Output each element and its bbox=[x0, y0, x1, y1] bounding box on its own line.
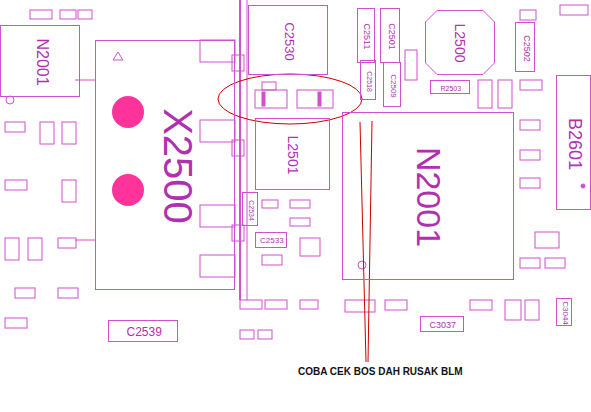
component-outline: L2500 bbox=[425, 10, 495, 75]
part-reference: C2539 bbox=[127, 326, 162, 338]
component-outline: C2530 bbox=[248, 5, 328, 75]
part-reference: C2530 bbox=[283, 22, 296, 60]
part-reference: C2509 bbox=[389, 74, 397, 98]
component-outline: C2509 bbox=[383, 62, 401, 107]
part-reference: B2601 bbox=[566, 117, 584, 169]
marked-pad bbox=[112, 174, 144, 206]
leader-line bbox=[360, 122, 366, 362]
component-outline: B2601 bbox=[556, 75, 591, 210]
leader-line bbox=[368, 121, 372, 362]
part-reference: X2500 bbox=[158, 108, 198, 224]
part-reference: L2500 bbox=[453, 23, 467, 62]
component-outline: R2503 bbox=[430, 80, 470, 94]
component-outline: C2502 bbox=[515, 22, 535, 72]
component-outline: C2533 bbox=[255, 232, 287, 248]
component-outline: C3044 bbox=[556, 298, 572, 326]
part-reference: C2501 bbox=[386, 23, 395, 50]
part-reference: C3037 bbox=[430, 321, 457, 330]
component-outline: C2518 bbox=[360, 60, 376, 100]
component-outline: N2001 bbox=[342, 112, 514, 280]
component-outline: C2501 bbox=[380, 8, 400, 63]
part-reference: L2501 bbox=[286, 136, 300, 175]
part-reference: C2502 bbox=[521, 35, 530, 62]
callout-ellipse bbox=[218, 74, 362, 124]
component-outline: C2511 bbox=[357, 8, 375, 63]
part-reference: C2518 bbox=[365, 71, 372, 92]
component-outline: C2539 bbox=[108, 320, 178, 342]
part-reference: C3044 bbox=[561, 301, 569, 325]
part-reference: R2503 bbox=[441, 85, 462, 92]
component-outline: X2500 bbox=[95, 40, 235, 290]
part-reference: N2001 bbox=[412, 147, 446, 247]
component-outline: C2534 bbox=[242, 192, 258, 226]
part-reference: C2533 bbox=[260, 237, 284, 245]
part-reference: N2001 bbox=[33, 38, 49, 85]
component-outline: N2001 bbox=[0, 25, 80, 97]
note-text: COBA CEK BOS DAH RUSAK BLM bbox=[296, 366, 465, 377]
marked-pad bbox=[112, 96, 144, 128]
component-outline: L2501 bbox=[255, 118, 330, 190]
part-reference: C2534 bbox=[247, 200, 254, 221]
part-reference: C2511 bbox=[362, 24, 371, 50]
component-outline: C3037 bbox=[420, 316, 464, 332]
